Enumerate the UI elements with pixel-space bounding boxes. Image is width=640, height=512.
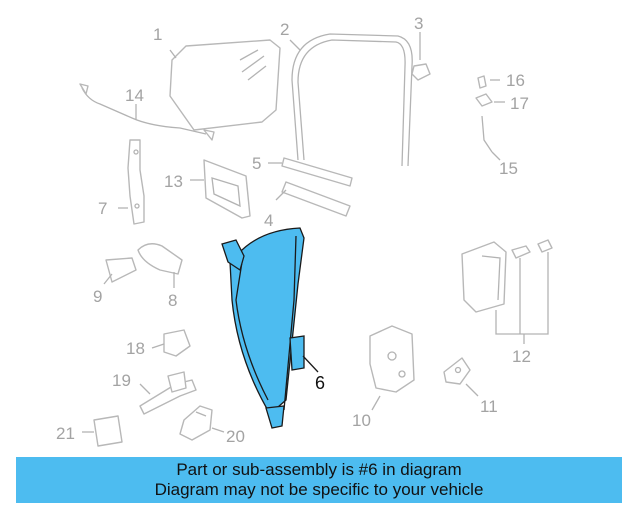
callout-16: 16	[506, 71, 525, 90]
callout-9: 9	[93, 287, 102, 306]
part-13-handle-bezel	[190, 159, 251, 219]
callout-3: 3	[414, 14, 423, 33]
part-2-run-channel	[289, 33, 413, 167]
callout-5: 5	[252, 154, 261, 173]
part-3-clip	[411, 32, 431, 81]
callout-1: 1	[153, 25, 162, 44]
parts-diagram: 1 2 3 4 5 6 7 8 9 10 11 12 13 14 15 16 1…	[56, 14, 553, 447]
callout-19: 19	[112, 371, 131, 390]
callout-13: 13	[164, 172, 183, 191]
banner-line-2: Diagram may not be specific to your vehi…	[154, 480, 484, 499]
banner-line-1: Part or sub-assembly is #6 in diagram	[176, 460, 462, 479]
part-11-striker	[443, 357, 479, 397]
part-9-handle	[103, 257, 137, 285]
part-7-bracket	[118, 139, 145, 225]
callout-4: 4	[264, 211, 273, 230]
part-18-clip	[151, 329, 191, 357]
part-15-rod	[481, 115, 501, 161]
callout-10: 10	[352, 411, 371, 430]
part-5-weatherstrip	[268, 157, 353, 187]
callout-18: 18	[126, 339, 145, 358]
callout-8: 8	[168, 291, 177, 310]
callout-17: 17	[510, 94, 529, 113]
part-info-banner: Part or sub-assembly is #6 in diagram Di…	[16, 457, 622, 503]
part-20-hinge	[179, 405, 225, 441]
part-6-window-regulator	[221, 227, 319, 429]
part-21-clip	[82, 415, 123, 447]
callout-20: 20	[226, 427, 245, 446]
part-12-lock-assembly	[461, 239, 553, 344]
part-1-door-glass	[169, 39, 281, 131]
callout-11: 11	[480, 397, 498, 416]
callout-14: 14	[125, 86, 144, 105]
callout-21: 21	[56, 424, 75, 443]
part-14-cable	[79, 83, 215, 141]
callout-2: 2	[280, 20, 289, 39]
part-17-nut	[475, 93, 505, 107]
callout-15: 15	[499, 159, 518, 178]
callout-7: 7	[98, 199, 107, 218]
part-19-check-arm	[139, 371, 197, 415]
callout-6: 6	[315, 373, 325, 393]
part-8-handle	[137, 243, 183, 288]
part-4-weatherstrip	[275, 181, 351, 217]
part-16-bolt	[477, 75, 500, 89]
part-10-latch	[369, 325, 415, 411]
callout-12: 12	[512, 347, 531, 366]
